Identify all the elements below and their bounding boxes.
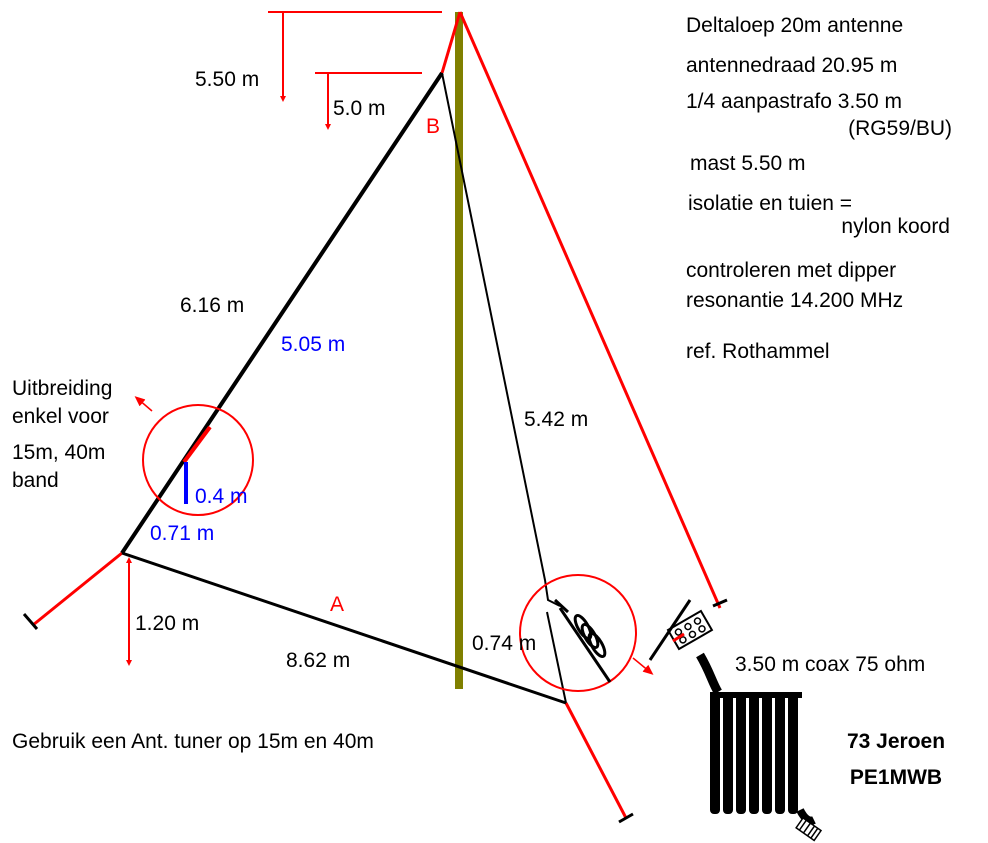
tuner-note: Gebruik een Ant. tuner op 15m en 40m bbox=[12, 730, 374, 753]
matching-coil bbox=[553, 598, 612, 683]
guy-rope-right bbox=[458, 11, 722, 609]
apex-height-arrowhead bbox=[325, 124, 331, 130]
extension-note-line-1: Uitbreiding bbox=[12, 377, 112, 400]
extension-highlight-circle bbox=[142, 404, 254, 516]
note-line-3: 1/4 aanpastrafo 3.50 m bbox=[686, 90, 902, 113]
corner-height-arrowhead-bottom bbox=[126, 660, 132, 666]
feed-length-label: 0.74 m bbox=[472, 632, 536, 655]
note-line-9: resonantie 14.200 MHz bbox=[686, 289, 903, 312]
wire-left-side bbox=[120, 71, 444, 555]
note-line-2: antennedraad 20.95 m bbox=[686, 54, 897, 77]
mast bbox=[455, 12, 463, 689]
extension-red-segment bbox=[182, 425, 212, 464]
extension-note-line-2: enkel voor bbox=[12, 405, 109, 428]
connector-red-tab bbox=[672, 632, 685, 643]
guy-ropes bbox=[32, 11, 722, 819]
note-line-7: nylon koord bbox=[841, 215, 950, 238]
signature-line-2: PE1MWB bbox=[850, 766, 942, 789]
corner-height-label: 1.20 m bbox=[135, 612, 199, 635]
rope-end-insulators bbox=[22, 598, 728, 824]
apex-height-dimension bbox=[315, 72, 422, 124]
delta-loop-wire bbox=[120, 71, 567, 705]
mast-height-dimension bbox=[268, 11, 442, 96]
bottom-side-label: 8.62 m bbox=[286, 649, 350, 672]
feed-arrow bbox=[632, 657, 654, 675]
note-line-1: Deltaloep 20m antenne bbox=[686, 14, 903, 37]
extension-note: Uitbreiding enkel voor 15m, 40m band bbox=[12, 377, 112, 492]
wire-feed-return bbox=[546, 611, 567, 704]
corner-height-arrowhead-top bbox=[126, 557, 132, 563]
connector-box bbox=[666, 609, 714, 651]
coax-label: 3.50 m coax 75 ohm bbox=[735, 653, 925, 676]
left-side-inner-label: 5.05 m bbox=[281, 333, 345, 356]
mast-height-label: 5.50 m bbox=[195, 68, 259, 91]
note-line-10: ref. Rothammel bbox=[686, 340, 830, 363]
extension-note-line-4: band bbox=[12, 469, 59, 492]
point-a-label: A bbox=[330, 593, 344, 616]
wire-right-side bbox=[441, 72, 561, 607]
left-end-rope bbox=[32, 551, 123, 627]
extension-note-line-3: 15m, 40m bbox=[12, 441, 105, 464]
note-line-6: isolatie en tuien = bbox=[688, 192, 852, 215]
connector-bracket bbox=[648, 599, 692, 661]
mast-height-arrowhead bbox=[280, 96, 286, 102]
feed-highlight-circle bbox=[519, 574, 637, 692]
note-line-8: controleren met dipper bbox=[686, 259, 896, 282]
note-line-5: mast 5.50 m bbox=[690, 152, 806, 175]
notes-block: Deltaloep 20m antenne antennedraad 20.95… bbox=[686, 14, 952, 363]
bottom-end-rope bbox=[564, 702, 628, 819]
wire-bottom-side bbox=[121, 551, 567, 705]
left-side-label: 6.16 m bbox=[180, 294, 244, 317]
note-line-4: (RG59/BU) bbox=[848, 117, 952, 140]
right-side-label: 5.42 m bbox=[524, 408, 588, 431]
apex-height-label: 5.0 m bbox=[333, 97, 386, 120]
signature: 73 Jeroen PE1MWB bbox=[847, 730, 945, 789]
point-b-label: B bbox=[426, 115, 440, 138]
coax-cable-coil bbox=[696, 652, 816, 825]
extension-short-label: 0.4 m bbox=[195, 485, 248, 508]
signature-line-1: 73 Jeroen bbox=[847, 730, 945, 753]
extension-long-label: 0.71 m bbox=[150, 522, 214, 545]
coax-plug bbox=[795, 816, 823, 842]
apex-rope bbox=[440, 11, 462, 74]
extension-note-arrow bbox=[134, 396, 153, 412]
